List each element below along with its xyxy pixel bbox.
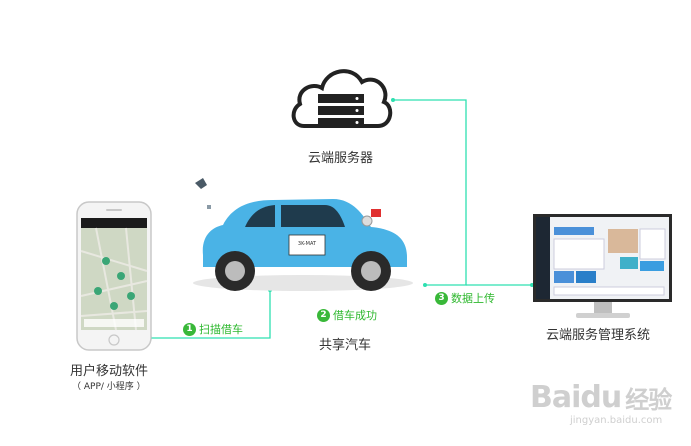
- phone-to-car-line: [150, 290, 271, 339]
- phone-label: 用户移动软件: [70, 364, 149, 379]
- car-plate-text: 3K-MAT: [298, 241, 317, 247]
- monitor-dashboard-icon: [532, 213, 673, 320]
- step-2: 2 借车成功: [317, 307, 377, 323]
- step-1-number: 1: [183, 322, 196, 336]
- step-2-label: 借车成功: [333, 309, 377, 322]
- watermark-brand: Baidu: [530, 380, 622, 415]
- cloud-server-icon: [290, 60, 394, 130]
- step-2-number: 2: [317, 308, 330, 322]
- monitor-label: 云端服务管理系统: [546, 328, 651, 343]
- step-3-number: 3: [435, 291, 448, 305]
- server-to-car-line: [393, 99, 467, 286]
- watermark-cn: 经验: [625, 386, 672, 414]
- step-3: 3 数据上传: [435, 290, 495, 306]
- step-3-label: 数据上传: [451, 292, 495, 305]
- watermark-url: jingyan.baidu.com: [570, 415, 663, 426]
- car-icon: 3K-MAT: [193, 175, 425, 295]
- car-label: 共享汽车: [319, 338, 372, 353]
- step-1: 1 扫描借车: [183, 321, 243, 337]
- smartphone-map-icon: [76, 201, 152, 351]
- cloud-server-label: 云端服务器: [308, 151, 374, 166]
- phone-sublabel: （ APP/ 小程序 ）: [72, 382, 146, 392]
- step-1-label: 扫描借车: [199, 323, 243, 336]
- baidu-watermark: Baidu 经验: [530, 380, 672, 415]
